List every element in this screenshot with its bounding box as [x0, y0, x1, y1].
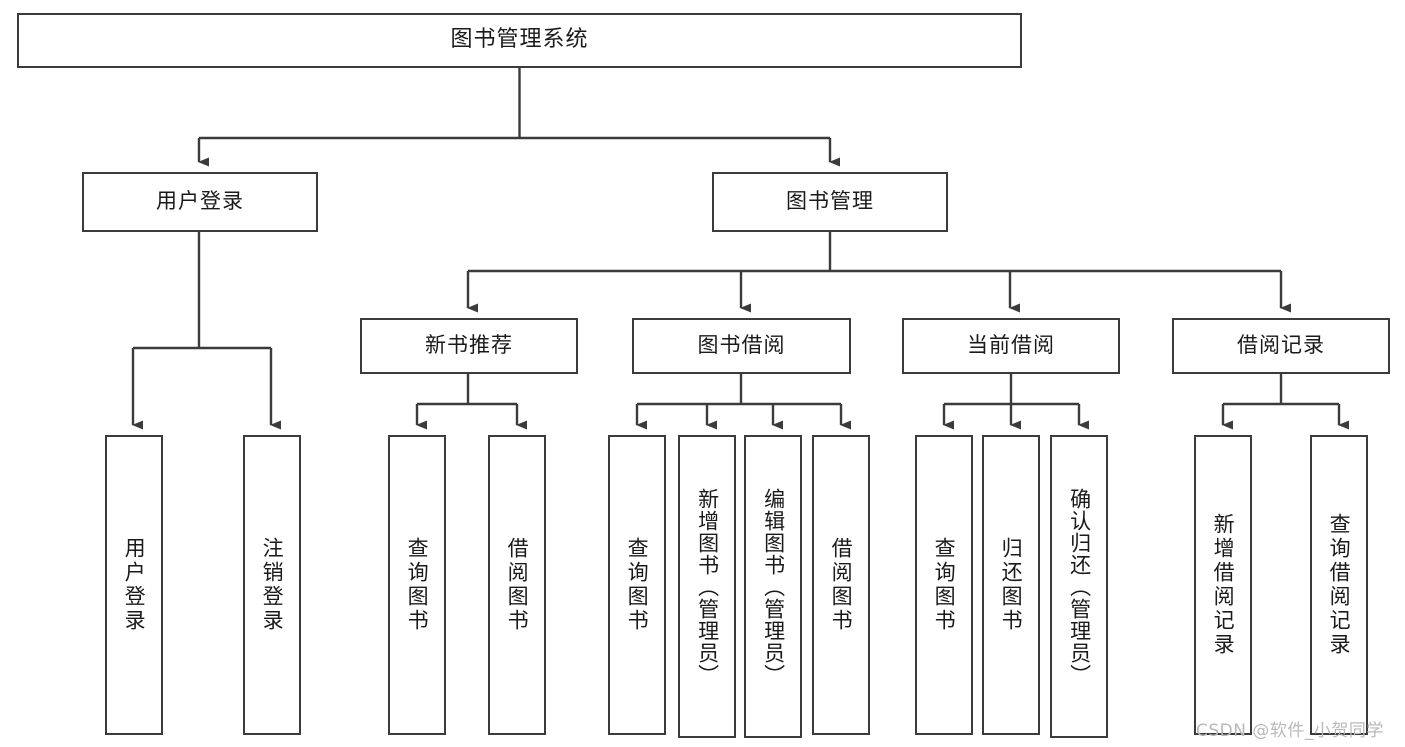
- node-leaf-borrow-book-2-label: 借阅图书: [829, 537, 854, 633]
- node-leaf-borrow-book-1-label: 借阅图书: [505, 537, 530, 633]
- node-root[interactable]: 图书管理系统: [17, 13, 1022, 68]
- node-leaf-borrow-book-2[interactable]: 借阅图书: [812, 435, 870, 735]
- node-book-borrow-label: 图书借阅: [697, 333, 786, 358]
- node-leaf-user-login[interactable]: 用户登录: [105, 435, 163, 735]
- node-current-borrow[interactable]: 当前借阅: [902, 318, 1120, 374]
- node-leaf-edit-book-label: 编辑图书（管理员）: [761, 487, 786, 686]
- node-leaf-user-login-label: 用户登录: [122, 537, 147, 633]
- node-leaf-add-book[interactable]: 新增图书（管理员）: [678, 435, 736, 738]
- node-leaf-query-record-label: 查询借阅记录: [1327, 513, 1352, 657]
- node-leaf-confirm-return-label: 确认归还（管理员）: [1067, 487, 1092, 686]
- node-leaf-return-book-label: 归还图书: [999, 537, 1024, 633]
- node-leaf-add-record-label: 新增借阅记录: [1211, 513, 1236, 657]
- node-leaf-query-book-3-label: 查询图书: [932, 537, 957, 633]
- node-leaf-add-book-label: 新增图书（管理员）: [695, 487, 720, 686]
- node-leaf-query-record[interactable]: 查询借阅记录: [1310, 435, 1368, 735]
- node-leaf-edit-book[interactable]: 编辑图书（管理员）: [744, 435, 802, 738]
- node-leaf-logout-label: 注销登录: [260, 537, 285, 633]
- node-leaf-logout[interactable]: 注销登录: [243, 435, 301, 735]
- node-user-login-label: 用户登录: [156, 189, 244, 214]
- node-book-borrow[interactable]: 图书借阅: [632, 318, 851, 374]
- node-borrow-record[interactable]: 借阅记录: [1172, 318, 1390, 374]
- node-leaf-query-book-2[interactable]: 查询图书: [608, 435, 666, 735]
- node-root-label: 图书管理系统: [450, 27, 589, 53]
- node-new-book-recommend-label: 新书推荐: [425, 333, 513, 358]
- node-borrow-record-label: 借阅记录: [1237, 333, 1325, 358]
- node-book-manage-label: 图书管理: [786, 189, 874, 214]
- node-new-book-recommend[interactable]: 新书推荐: [360, 318, 578, 374]
- csdn-watermark: CSDN @软件_小贺同学: [1196, 721, 1384, 741]
- node-leaf-query-book-3[interactable]: 查询图书: [915, 435, 973, 735]
- node-leaf-query-book-1[interactable]: 查询图书: [388, 435, 446, 735]
- node-current-borrow-label: 当前借阅: [967, 333, 1055, 358]
- node-book-manage[interactable]: 图书管理: [712, 172, 948, 232]
- node-leaf-return-book[interactable]: 归还图书: [982, 435, 1040, 735]
- node-leaf-borrow-book-1[interactable]: 借阅图书: [488, 435, 546, 735]
- node-leaf-query-book-1-label: 查询图书: [405, 537, 430, 633]
- node-leaf-confirm-return[interactable]: 确认归还（管理员）: [1050, 435, 1108, 738]
- node-leaf-add-record[interactable]: 新增借阅记录: [1194, 435, 1252, 735]
- node-user-login[interactable]: 用户登录: [82, 172, 318, 232]
- node-leaf-query-book-2-label: 查询图书: [625, 537, 650, 633]
